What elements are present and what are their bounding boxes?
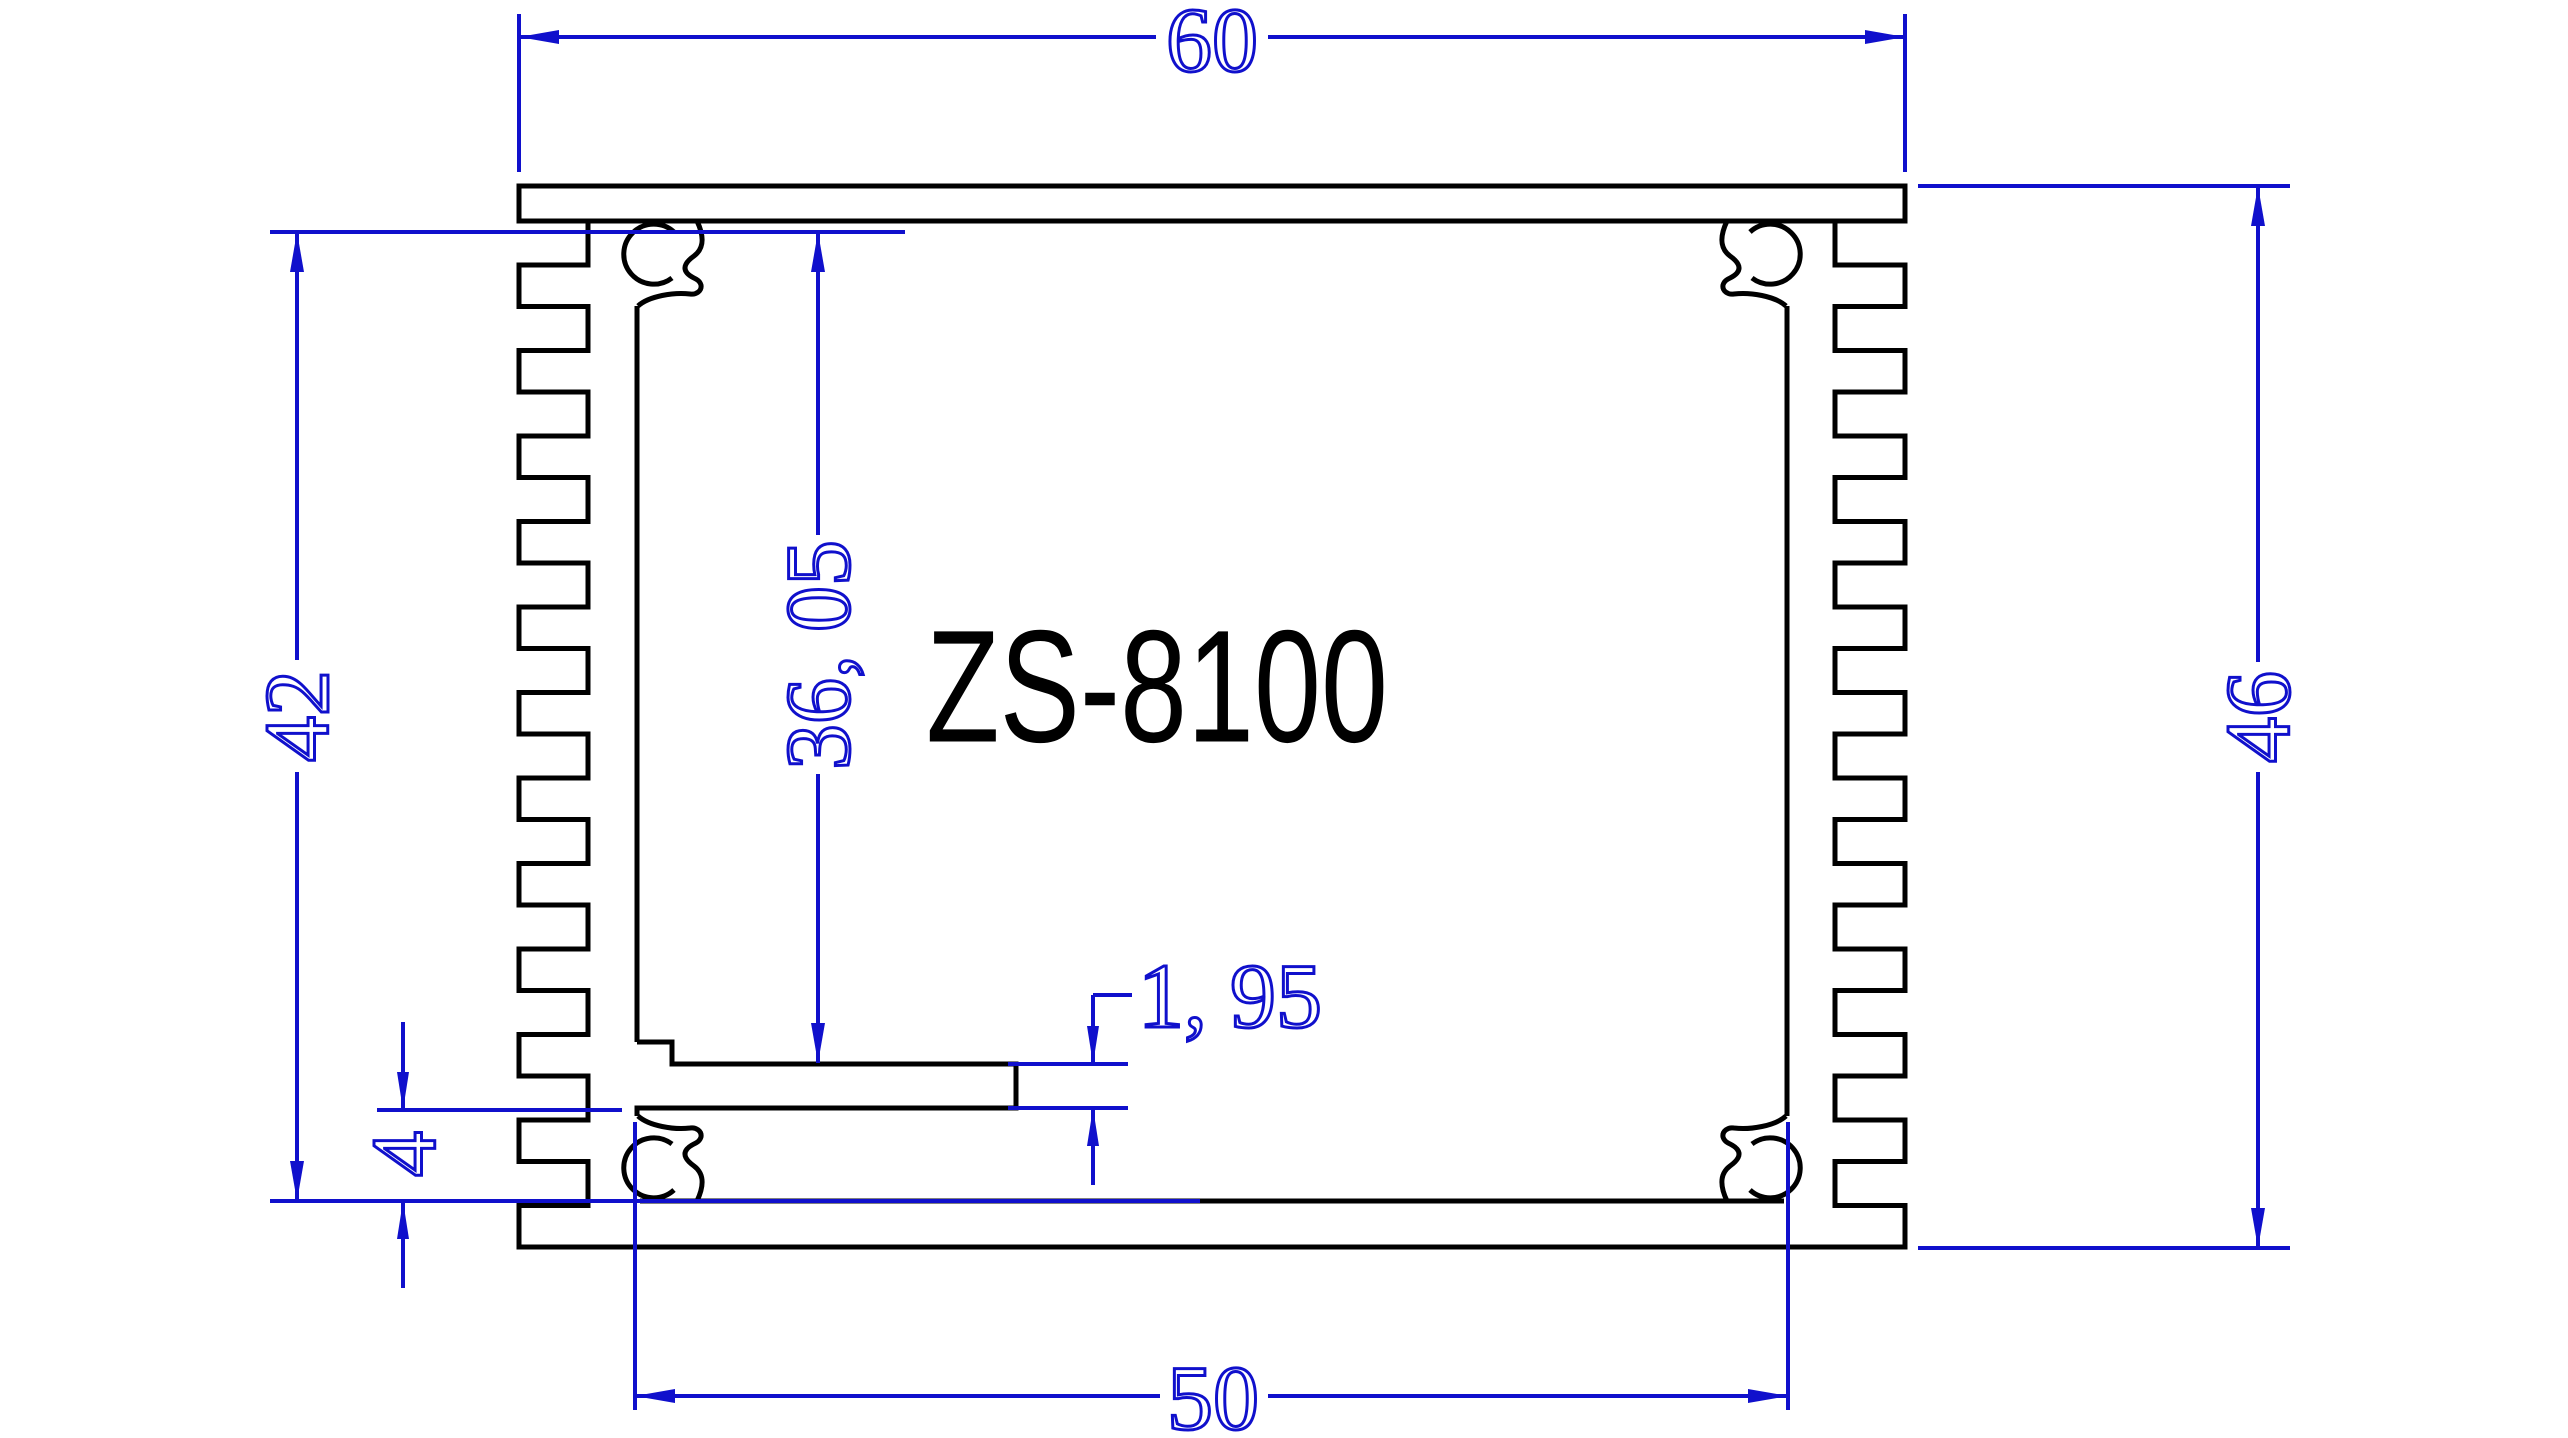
dim-3605-arrow-top [811, 232, 825, 272]
part-label: ZS-8100 [926, 597, 1388, 776]
pcb-slot-tongue [634, 1039, 1019, 1116]
corner-boss-top-left [621, 219, 705, 308]
dim-42-label: 42 [246, 670, 348, 762]
dimension-layer: 60 42 46 50 [245, 0, 2311, 1438]
corner-boss-top-right [1722, 221, 1800, 306]
dim-3605-arrow-bottom [811, 1023, 825, 1063]
dim-60-arrow-right [1865, 30, 1905, 44]
dim-42-arrow-top [290, 232, 304, 272]
dim-4-arrow-bottom [397, 1201, 409, 1239]
dim-right-height: 46 [1918, 184, 2311, 1250]
dim-50-arrow-right [1748, 1389, 1788, 1403]
dim-overall-width: 60 [517, 0, 1907, 172]
dim-46-arrow-bottom [2251, 1208, 2265, 1248]
dim-60-extension-lines [517, 14, 1907, 172]
dim-195-arrow-top [1087, 1026, 1099, 1064]
dim-50-arrow-left [635, 1389, 675, 1403]
dim-46-arrow-top [2251, 186, 2265, 226]
dim-50-extension-lines [633, 1122, 1790, 1410]
dim-46-label: 46 [2207, 671, 2309, 763]
dim-195-extension-lines [1008, 1062, 1128, 1110]
dim-slot-thickness: 1, 95 [1008, 944, 1324, 1185]
dim-60-arrow-left [519, 30, 559, 44]
dim-42-arrow-bottom [290, 1161, 304, 1201]
dim-left-height: 42 [245, 230, 1200, 1203]
boss-hook [636, 219, 705, 308]
dim-inner-width: 50 [633, 1122, 1790, 1438]
dim-195-leader [1091, 993, 1132, 1185]
dim-50-label: 50 [1167, 1347, 1259, 1438]
dim-floor-offset: 4 [352, 1022, 622, 1288]
dim-3605-label: 36, 05 [767, 540, 869, 770]
dim-195-label: 1, 95 [1138, 945, 1322, 1047]
boss-arc [621, 221, 676, 287]
dim-42-extension-lines [270, 230, 1200, 1203]
dim-46-extension-lines [1918, 184, 2290, 1250]
dim-195-arrow-bottom [1087, 1108, 1099, 1146]
profile-outer-hull [516, 183, 1908, 1250]
dim-60-label: 60 [1166, 0, 1258, 91]
dim-4-arrow-top [397, 1072, 409, 1110]
dim-inner-height: 36, 05 [766, 232, 871, 1063]
dim-4-label: 4 [353, 1131, 455, 1177]
